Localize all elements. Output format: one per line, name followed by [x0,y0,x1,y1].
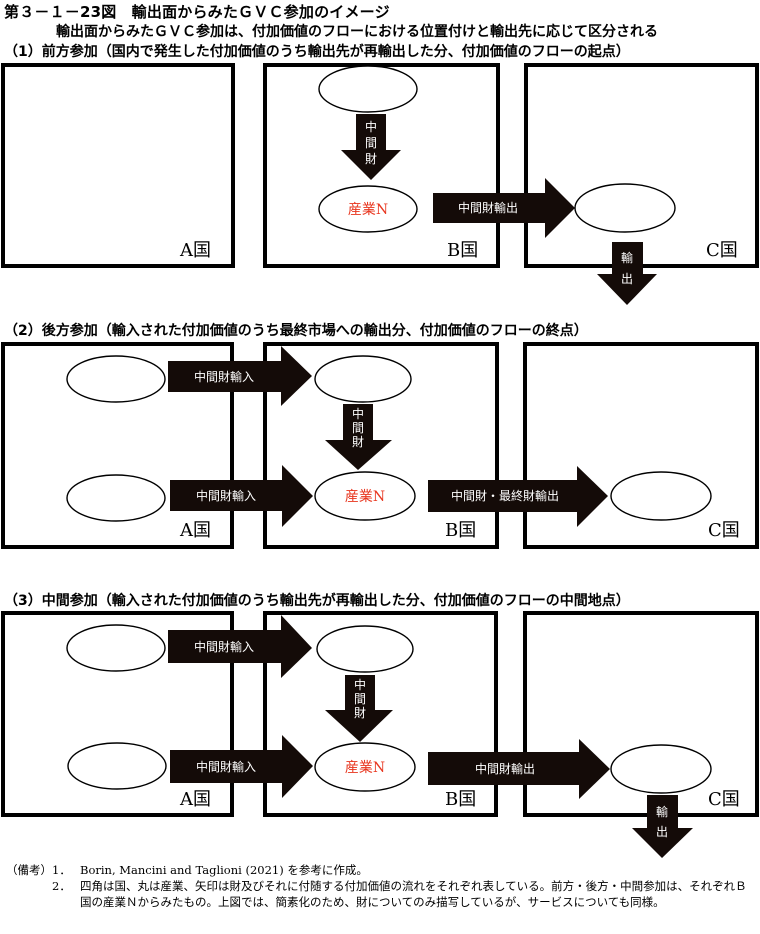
arrow-intermediate-down [325,675,393,742]
industry-n-label: 産業N [345,760,385,776]
arrow-label-char: 中 [354,677,366,692]
country-c-label: C国 [708,789,740,810]
arrow-label-char: 出 [621,272,633,286]
arrow-label-intermediate-import: 中間財輸入 [196,488,256,503]
arrow-label-intermediate-import: 中間財輸入 [196,759,256,774]
industry-ellipse-b-upper [318,65,418,113]
note-row: （備考） 1． Borin, Mancini and Taglioni (202… [6,862,756,878]
arrow-intermediate-export [428,739,610,799]
note-text: 四角は国、丸は産業、矢印は財及びそれに付随する付加価値の流れをそれぞれ表している… [80,879,747,909]
panel-2-heading: （2）後方参加（輸入された付加価値のうち最終市場への輸出分、付加価値のフローの終… [4,323,588,339]
figure-subtitle: 輸出面からみたＧＶＣ参加は、付加価値のフローにおける位置付けと輸出先に応じて区分… [56,24,658,40]
note-number: 2． [52,879,71,893]
arrow-label-intermediate-export: 中間財輸出 [475,761,535,776]
industry-ellipse-c [610,744,712,794]
country-c-label: C国 [708,520,740,541]
country-a-label: A国 [179,789,211,810]
country-b-label: B国 [447,240,478,261]
arrow-intermediate-import-top [168,346,312,406]
panel-1-heading: （1）前方参加（国内で発生した付加価値のうち輸出先が再輸出した分、付加価値のフロ… [4,44,630,60]
industry-ellipse-c [610,471,712,521]
arrow-label-char: 財 [354,705,366,720]
country-a-box [1,63,235,268]
country-c-box [524,63,759,268]
arrow-intermediate-down [325,404,392,470]
note-text: Borin, Mancini and Taglioni (2021) を参考に作… [80,863,368,877]
industry-ellipse-a-upper [66,355,166,403]
arrow-label-char: 中 [365,119,377,134]
industry-n-ellipse [318,185,418,233]
arrow-intermediate-import-bottom [170,465,313,527]
panel-3: A国 B国 C国 中間財輸入 中間財輸入 中 間 財 産業N 中間財輸出 輸 出 [1,611,759,858]
industry-ellipse-b-upper [314,355,412,403]
industry-ellipse-a-upper [66,624,166,672]
arrow-label-char: 財 [365,151,377,166]
panel-2: A国 B国 C国 中間財輸入 中間財輸入 中 間 財 産業N 中間財・最終財輸出 [1,342,759,549]
industry-n-ellipse [314,742,416,792]
arrow-label-char: 間 [352,421,364,435]
notes-label: （備考） [6,863,52,877]
arrow-label-intermediate-import: 中間財輸入 [194,369,254,384]
industry-n-ellipse [314,471,416,521]
arrow-export-down [632,795,693,858]
arrow-label-char: 中 [352,406,364,421]
arrow-label-char: 間 [365,136,377,150]
industry-ellipse-b-upper [316,625,414,673]
industry-n-label: 産業N [348,202,388,218]
arrow-intermediate-import-bottom [170,735,313,798]
arrow-label-char: 輸 [656,804,668,819]
arrow-intermediate-down [341,114,401,180]
figure-title: 第３－１－23図 輸出面からみたＧＶＣ参加のイメージ [4,3,390,21]
arrow-label-char: 間 [354,692,366,706]
arrow-intermediate-final-export [428,466,608,527]
arrow-label-intermediate-import: 中間財輸入 [194,639,254,654]
industry-n-label: 産業N [345,489,385,505]
panel-3-heading: （3）中間参加（輸入された付加価値のうち輸出先が再輸出した分、付加価値のフローの… [4,593,630,609]
arrow-intermediate-import-top [168,615,312,678]
arrow-label-char: 出 [656,825,668,839]
note-row: 2． 四角は国、丸は産業、矢印は財及びそれに付随する付加価値の流れをそれぞれ表し… [6,878,756,910]
industry-ellipse-c [574,183,676,233]
industry-ellipse-a-lower [67,742,167,790]
note-number: 1． [52,863,71,877]
arrow-label-char: 輸 [621,250,633,265]
notes: （備考） 1． Borin, Mancini and Taglioni (202… [6,862,756,910]
country-b-label: B国 [445,789,476,810]
arrow-label-intermediate-final-export: 中間財・最終財輸出 [451,488,559,503]
arrow-label-intermediate-export: 中間財輸出 [458,200,518,215]
industry-ellipse-a-lower [66,474,166,522]
country-c-label: C国 [706,240,738,261]
arrow-export-down [597,242,657,305]
arrow-label-char: 財 [352,434,364,449]
country-b-label: B国 [445,520,476,541]
country-a-label: A国 [179,240,211,261]
panel-1: A国 B国 C国 中 間 財 産業N 中間財輸出 輸 出 [1,63,759,305]
country-a-label: A国 [179,520,211,541]
arrow-intermediate-export [433,178,575,238]
